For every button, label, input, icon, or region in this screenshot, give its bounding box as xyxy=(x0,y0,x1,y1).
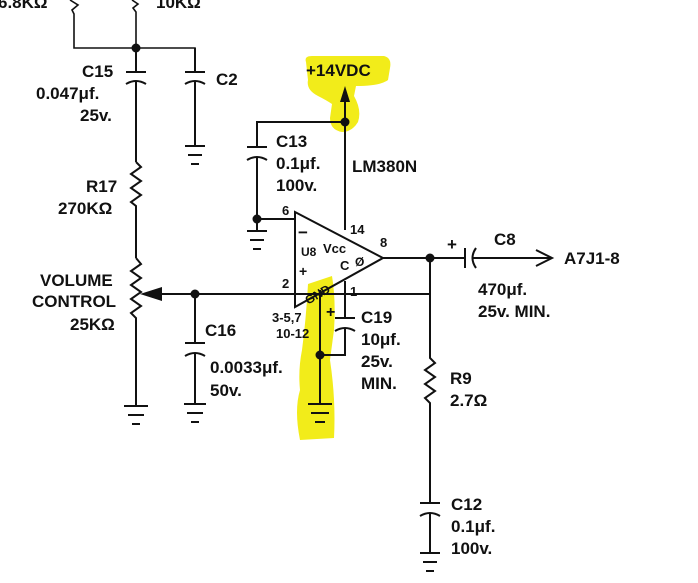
c19-polarity: + xyxy=(326,304,335,321)
r17-resistor xyxy=(129,161,143,258)
ground-icon xyxy=(185,145,205,165)
volume-label-2: CONTROL xyxy=(32,292,116,311)
minus-sign: − xyxy=(298,223,308,242)
r9-resistor xyxy=(423,258,437,503)
c16-voltage: 50v. xyxy=(210,381,242,400)
wire xyxy=(256,121,345,147)
ic-part-number: LM380N xyxy=(352,157,417,176)
top-resistor-left-label: 6.8KΩ xyxy=(0,0,48,12)
volume-value: 25KΩ xyxy=(70,315,115,334)
c19-value: 10μf. xyxy=(361,330,401,349)
gnd-pins-line2: 10-12 xyxy=(276,326,309,341)
gnd-pins-line1: 3-5,7 xyxy=(272,310,302,325)
pin-14-label: 14 xyxy=(350,222,365,237)
c2-ref: C2 xyxy=(216,70,238,89)
plus-sign: + xyxy=(299,263,307,279)
c19-rating: MIN. xyxy=(361,374,397,393)
volume-label-1: VOLUME xyxy=(40,271,113,290)
c8-ref: C8 xyxy=(494,230,516,249)
c15-ref: C15 xyxy=(82,62,113,81)
c12-ref: C12 xyxy=(451,495,482,514)
c15-value: 0.047μf. xyxy=(36,84,99,103)
c19-voltage: 25v. xyxy=(361,352,393,371)
c16-value: 0.0033μf. xyxy=(210,358,283,377)
pin-2-label: 2 xyxy=(282,276,289,291)
wire xyxy=(320,328,346,356)
output-arrow-icon xyxy=(535,249,555,267)
c-label: C xyxy=(340,258,350,273)
r9-value: 2.7Ω xyxy=(450,391,487,410)
phi-label: Ø xyxy=(355,255,364,269)
ground-icon xyxy=(247,230,267,250)
c8-voltage: 25v. MIN. xyxy=(478,302,550,321)
ground-icon xyxy=(124,405,148,425)
ic-ref: U8 xyxy=(301,245,317,259)
c13-value: 0.1μf. xyxy=(276,154,320,173)
r9-ref: R9 xyxy=(450,369,472,388)
ground-icon xyxy=(308,403,332,423)
wiper-arrow-icon[interactable] xyxy=(140,287,162,301)
pin-8-label: 8 xyxy=(380,235,387,250)
c16-ref: C16 xyxy=(205,321,236,340)
c12-voltage: 100v. xyxy=(451,539,492,558)
ground-icon xyxy=(184,403,206,423)
r17-ref: R17 xyxy=(86,177,117,196)
output-connector-label: A7J1-8 xyxy=(564,249,620,268)
pin-1-label: 1 xyxy=(350,284,357,299)
ground-highlight xyxy=(297,276,335,440)
c13-ref: C13 xyxy=(276,132,307,151)
c13-voltage: 100v. xyxy=(276,176,317,195)
op-amp-u8 xyxy=(294,210,386,309)
c19-ref: C19 xyxy=(361,308,392,327)
c8-polarity: + xyxy=(447,235,457,254)
supply-arrow-icon xyxy=(340,86,350,102)
ground-icon xyxy=(420,552,440,572)
r17-value: 270KΩ xyxy=(58,199,112,218)
supply-label: +14VDC xyxy=(306,61,371,80)
pin-6-label: 6 xyxy=(282,203,289,218)
c8-value: 470μf. xyxy=(478,280,527,299)
top-resistor-right xyxy=(131,0,140,48)
vcc-label: Vcc xyxy=(323,241,346,256)
top-resistor-right-label: 10KΩ xyxy=(156,0,201,12)
c15-voltage: 25v. xyxy=(80,106,112,125)
volume-potentiometer[interactable] xyxy=(129,257,143,406)
supply-highlight xyxy=(305,56,391,132)
c12-value: 0.1μf. xyxy=(451,517,495,536)
